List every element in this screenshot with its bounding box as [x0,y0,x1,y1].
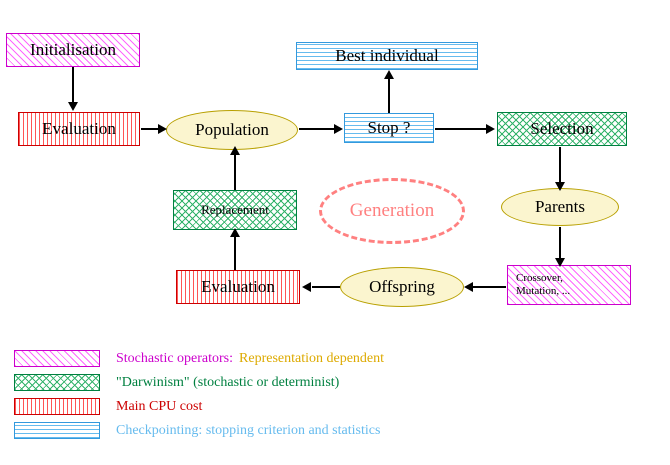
arrow-stop-to-selection-head [486,124,495,134]
arrow-eval-bottom-to-replacement-head [230,228,240,237]
arrow-stop-to-selection-line [435,128,488,130]
legend-label-primary-2: Main CPU cost [116,398,203,414]
legend-row-cpu-cost: Main CPU cost [14,398,202,415]
legend-label-secondary-0: Representation dependent [239,350,385,366]
arrow-replacement-to-population-head [230,146,240,155]
node-selection[interactable]: Selection [497,112,627,146]
arrow-parents-to-variation-line [559,227,561,263]
arrow-population-to-stop-line [299,128,337,130]
legend-swatch-red [14,398,100,415]
node-offspring[interactable]: Offspring [340,267,464,307]
arrow-population-to-stop-head [334,124,343,134]
node-initialisation-label: Initialisation [30,40,116,59]
legend-row-stochastic-operators: Stochastic operators: Representation depe… [14,350,384,367]
node-population-label: Population [195,120,269,139]
arrow-eval-to-population-head [158,124,167,134]
legend-label-primary-3: Checkpointing: stopping criterion and st… [116,422,381,438]
arrow-selection-to-parents-line [559,147,561,185]
legend-swatch-blue [14,422,100,439]
legend-row-darwinism: "Darwinism" (stochastic or determinist) [14,374,339,391]
arrow-replacement-to-population-line [234,152,236,190]
legend-text-cpu-cost: Main CPU cost [116,399,202,415]
node-replacement-label: Replacement [201,202,269,217]
node-population[interactable]: Population [166,110,298,150]
node-evaluation-top-label: Evaluation [42,119,116,138]
node-evaluation-bottom-label: Evaluation [201,277,275,296]
node-offspring-label: Offspring [369,277,435,296]
node-replacement[interactable]: Replacement [173,190,297,230]
arrow-variation-to-offspring-line [472,286,506,288]
node-generation-label: Generation [349,200,435,221]
legend-text-darwinism: "Darwinism" (stochastic or determinist) [116,375,339,391]
arrow-eval-bottom-to-replacement-line [234,232,236,270]
node-parents[interactable]: Parents [501,188,619,226]
node-variation-line1: Crossover, [516,272,563,284]
legend-text-checkpointing: Checkpointing: stopping criterion and st… [116,423,380,439]
arrow-init-to-eval-line [72,67,74,103]
legend-label-primary-0: Stochastic operators: [116,350,234,366]
arrow-eval-to-population-line [141,128,161,130]
arrow-stop-to-best-head [384,70,394,79]
arrow-selection-to-parents-head [555,182,565,191]
arrow-stop-to-best-line [388,78,390,113]
node-generation: Generation [319,178,465,244]
arrow-offspring-to-eval-head [302,282,311,292]
legend-text-stochastic-operators: Stochastic operators: Representation depe… [116,351,384,367]
node-selection-label: Selection [530,119,594,138]
node-evaluation-top[interactable]: Evaluation [18,112,140,146]
node-best-individual-label: Best individual [335,46,439,65]
node-stop-label: Stop ? [367,118,411,137]
node-variation-line2: Mutation, ... [516,285,571,297]
legend-row-checkpointing: Checkpointing: stopping criterion and st… [14,422,380,439]
legend-swatch-green [14,374,100,391]
arrow-offspring-to-eval-line [312,286,340,288]
arrow-parents-to-variation-head [555,258,565,267]
node-initialisation[interactable]: Initialisation [6,33,140,67]
legend-swatch-magenta [14,350,100,367]
node-best-individual[interactable]: Best individual [296,42,478,70]
node-evaluation-bottom[interactable]: Evaluation [176,270,300,304]
legend-label-primary-1: "Darwinism" (stochastic or determinist) [116,374,340,390]
node-variation-operators[interactable]: Crossover, Mutation, ... [507,265,631,305]
node-stop[interactable]: Stop ? [344,113,434,143]
arrow-variation-to-offspring-head [464,282,473,292]
node-parents-label: Parents [534,197,586,216]
arrow-init-to-eval-head [68,102,78,111]
